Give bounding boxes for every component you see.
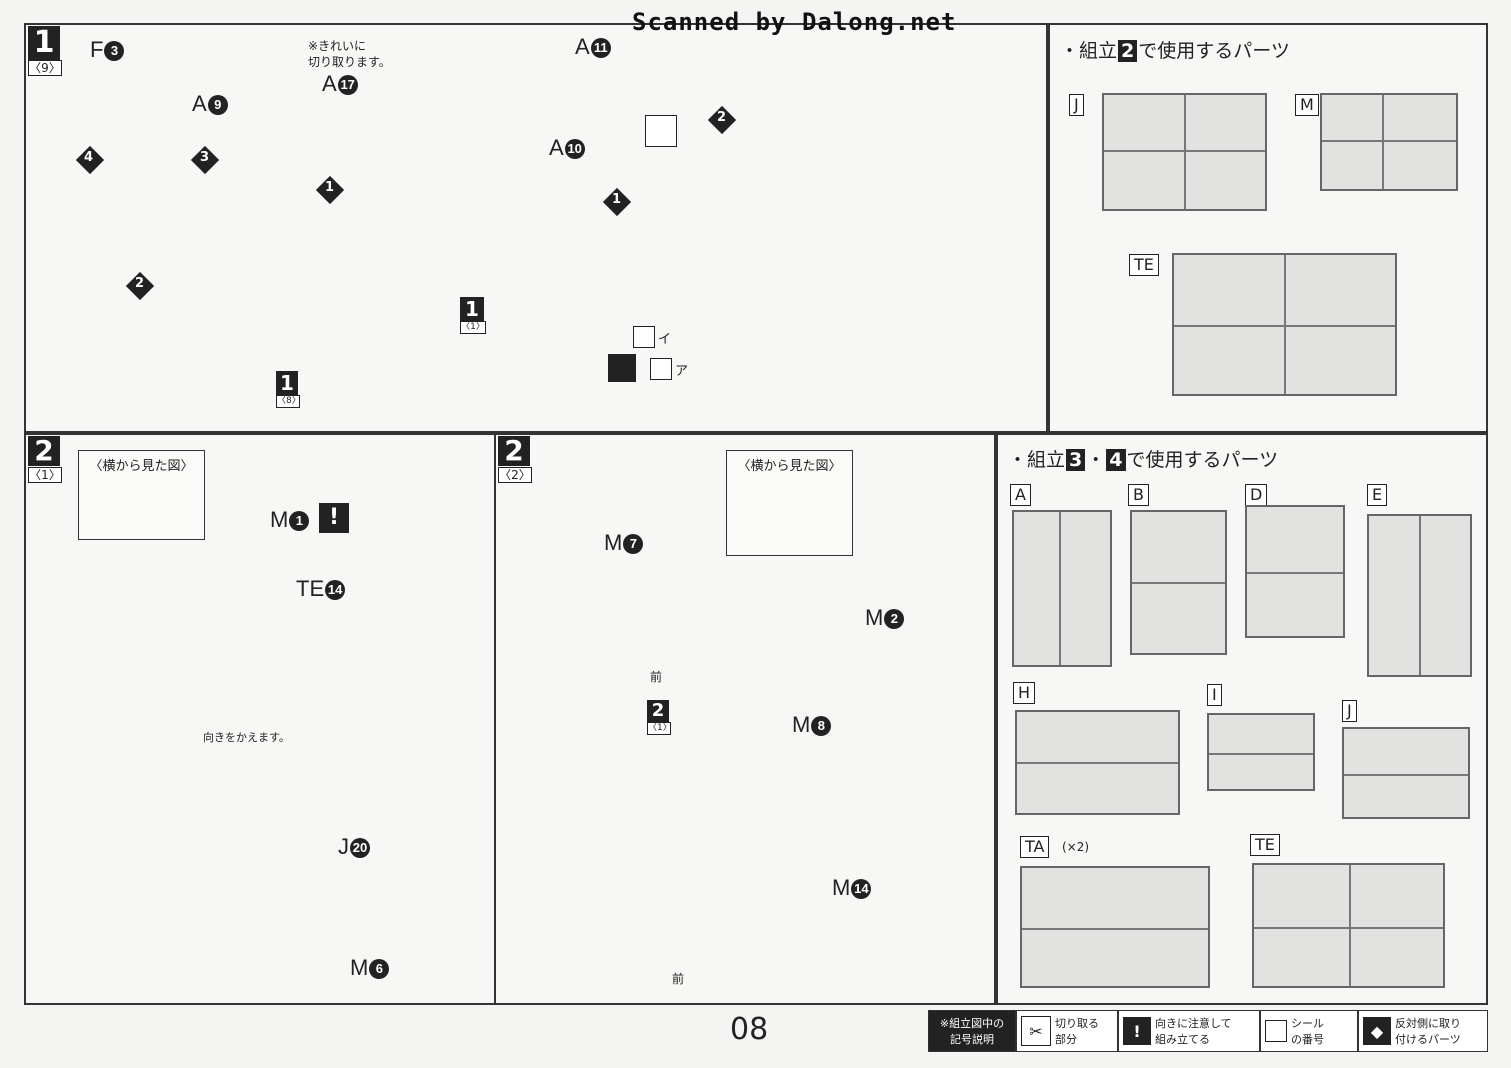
runner-label-e: E	[1367, 484, 1388, 506]
step2-1-number: 2	[28, 436, 60, 466]
side-view-box-1: 〈横から見た図〉	[78, 450, 205, 540]
caution-icon: !	[319, 503, 349, 533]
legend-opposite: ◆反対側に取り 付けるパーツ	[1358, 1010, 1488, 1052]
runner-te2	[1252, 863, 1445, 988]
step1-sub: 〈9〉	[28, 60, 62, 76]
legend-cut-text: 切り取る 部分	[1055, 1017, 1099, 1046]
step2-2-number: 2	[498, 436, 530, 466]
exclamation-icon: !	[1123, 1017, 1151, 1045]
page-number: 08	[730, 1012, 769, 1047]
runner-e	[1367, 514, 1472, 677]
runner-label-te: TE	[1129, 254, 1159, 276]
step1-cut-note: ※きれいに 切り取ります。	[308, 39, 391, 69]
runner-label-h: H	[1013, 682, 1036, 704]
arrow-step-4-label: 4	[84, 150, 94, 165]
ref-step2-1-number: 2	[647, 700, 669, 722]
runner-j2	[1342, 727, 1470, 819]
cut-symbol-icon	[645, 115, 677, 147]
side-view-title-2: 〈横から見た図〉	[737, 459, 842, 474]
opposite-arrow-icon: ◆	[1363, 1017, 1391, 1045]
runner-m	[1320, 93, 1458, 191]
ref-step1-1-sub: 〈1〉	[460, 321, 486, 334]
runner-label-d: D	[1245, 484, 1268, 506]
legend-sticker: シール の番号	[1260, 1010, 1358, 1052]
cut-icon: ✂	[1021, 1016, 1051, 1046]
step2-1-sub: 〈1〉	[28, 467, 62, 483]
runner-label-a: A	[1010, 484, 1031, 506]
ref-step1-8-number: 1	[276, 371, 298, 395]
side-view-title-1: 〈横から見た図〉	[89, 459, 194, 474]
front-label-1: 前	[650, 670, 663, 684]
step1-panel	[24, 23, 1048, 433]
legend-caution-text: 向きに注意して 組み立てる	[1155, 1017, 1232, 1046]
sticker-i-label: イ	[658, 332, 672, 347]
runner-label-i: I	[1207, 684, 1222, 706]
turn-note: 向きをかえます。	[203, 731, 290, 744]
sticker-box-icon	[633, 326, 655, 348]
runner-te	[1172, 253, 1397, 396]
arrow-step-3-label: 3	[200, 150, 210, 165]
runner-i	[1207, 713, 1315, 791]
arrow-step-2-label: 2	[135, 276, 145, 291]
runner-label-b: B	[1128, 484, 1149, 506]
legend-opposite-text: 反対側に取り 付けるパーツ	[1395, 1017, 1461, 1046]
runner-ta-count: (×2)	[1062, 840, 1090, 854]
arrow-step-1-label: 1	[325, 180, 335, 195]
runner-d	[1245, 505, 1345, 638]
step2-2-sub: 〈2〉	[498, 467, 532, 483]
runner-a	[1012, 510, 1112, 667]
legend-caution: !向きに注意して 組み立てる	[1118, 1010, 1260, 1052]
runner-ta	[1020, 866, 1210, 988]
watermark: Scanned by Dalong.net	[632, 8, 957, 36]
runner-b	[1130, 510, 1227, 655]
ref-step1-8-sub: 〈8〉	[276, 395, 301, 408]
runner-label-j2: J	[1342, 700, 1357, 722]
runner-label-m: M	[1295, 94, 1319, 116]
ref-step2-1-sub: 〈1〉	[647, 722, 672, 735]
legend-title: ※組立図中の 記号説明	[928, 1010, 1016, 1052]
legend-cut: ✂切り取る 部分	[1016, 1010, 1118, 1052]
legend-sticker-text: シール の番号	[1291, 1017, 1324, 1046]
arrow-step-2b-label: 2	[717, 110, 727, 125]
opposite-side-icon	[608, 354, 636, 382]
runner-label-te2: TE	[1250, 834, 1280, 856]
arrow-step-1b-label: 1	[612, 192, 622, 207]
sticker-icon	[1265, 1020, 1287, 1042]
step1-number: 1	[28, 26, 60, 60]
front-label-2: 前	[672, 972, 685, 986]
side-view-box-2: 〈横から見た図〉	[726, 450, 853, 556]
runner-label-ta: TA	[1020, 836, 1050, 858]
runner-j	[1102, 93, 1267, 211]
sticker-a-label: ア	[675, 364, 689, 379]
runner-label-j: J	[1069, 94, 1084, 116]
runner-h	[1015, 710, 1180, 815]
ref-step1-1-number: 1	[460, 297, 484, 321]
sticker-box-2-icon	[650, 358, 672, 380]
